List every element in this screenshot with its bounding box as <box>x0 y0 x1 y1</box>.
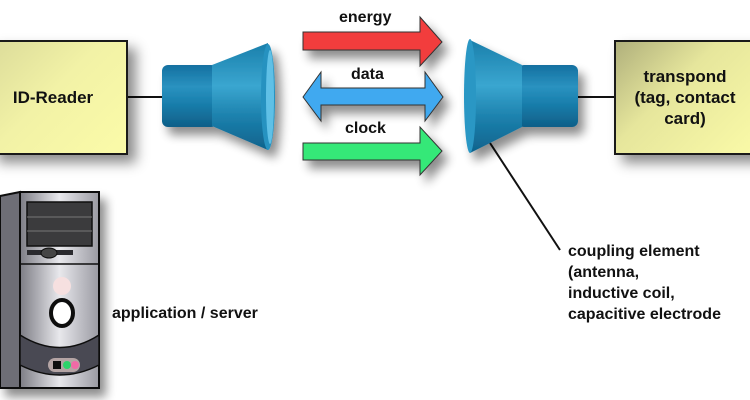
data-arrow <box>302 70 444 123</box>
energy-arrow <box>302 15 443 68</box>
transponder-box: transpond (tag, contact card) <box>614 40 750 155</box>
transponder-label-line1: transpond <box>643 67 727 86</box>
coupling-line3: inductive coil, <box>568 285 675 302</box>
computer-tower-icon <box>0 190 100 389</box>
reader-label: ID-Reader <box>12 88 94 107</box>
coupling-element-label: coupling element (antenna, inductive coi… <box>568 241 721 325</box>
coupling-line4: capacitive electrode <box>568 306 721 323</box>
clock-arrow <box>302 125 443 177</box>
data-label: data <box>351 66 384 83</box>
transponder-label-line3: card) <box>664 109 706 128</box>
coupling-line1: coupling element <box>568 243 700 260</box>
application-server-label: application / server <box>112 305 258 322</box>
reader-coupling-element <box>162 43 275 150</box>
rfid-reader-box: ID-Reader <box>0 40 128 155</box>
coupling-pointer-line <box>489 142 561 251</box>
clock-label: clock <box>345 120 386 137</box>
coupling-line2: (antenna, <box>568 264 640 281</box>
energy-label: energy <box>339 9 392 26</box>
transponder-coupling-element <box>464 39 578 153</box>
transponder-label-line2: (tag, contact <box>634 88 736 107</box>
